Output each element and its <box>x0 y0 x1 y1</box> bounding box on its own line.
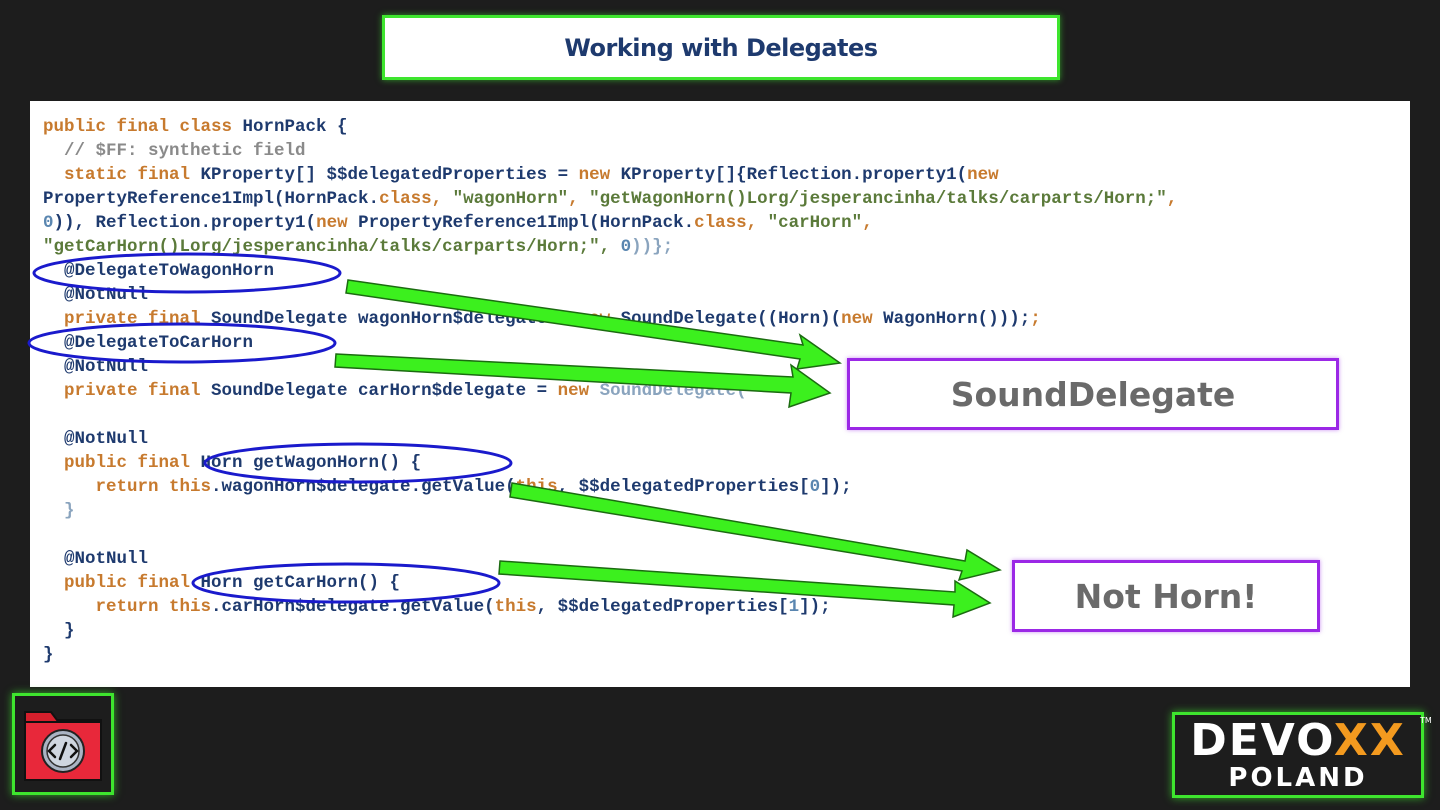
code-annotation: @DelegateToWagonHorn <box>43 261 275 281</box>
code-token: static final <box>43 165 201 185</box>
code-token: new <box>316 213 359 233</box>
code-token: new <box>578 309 621 329</box>
code-token: class <box>694 213 747 233</box>
not-horn-label: Not Horn! <box>1074 576 1258 616</box>
devoxx-wordmark: DEVOXX <box>1179 717 1417 765</box>
code-token: return this <box>43 477 212 497</box>
code-token: return this <box>43 597 212 617</box>
code-annotation: @NotNull <box>43 357 149 377</box>
code-token: } <box>43 501 75 521</box>
code-token: this <box>515 477 558 497</box>
code-token: ]); <box>820 477 852 497</box>
devoxx-x-mark: XX <box>1333 715 1406 766</box>
code-token: ))}; <box>631 237 674 257</box>
code-token: )), Reflection.property1( <box>53 213 317 233</box>
code-token: .wagonHorn$delegate.getValue( <box>211 477 516 497</box>
code-token: public final class <box>43 117 243 137</box>
code-folder-icon <box>24 711 102 781</box>
code-token: , <box>568 189 590 209</box>
code-string: "getCarHorn()Lorg/jesperancinha/talks/ca… <box>43 237 600 257</box>
code-token: this <box>494 597 537 617</box>
code-comment: // $FF: synthetic field <box>43 141 306 161</box>
code-token: SoundDelegate carHorn$delegate = <box>211 381 558 401</box>
code-token: , $$delegatedProperties[ <box>536 597 789 617</box>
code-token: , <box>862 213 873 233</box>
code-folder-logo <box>12 693 114 795</box>
sound-delegate-callout: SoundDelegate <box>847 358 1339 430</box>
slide-title: Working with Delegates <box>564 33 878 62</box>
code-string: "getWagonHorn()Lorg/jesperancinha/talks/… <box>589 189 1167 209</box>
code-number: 0 <box>43 213 54 233</box>
code-token: private final <box>43 309 212 329</box>
code-token: , <box>1166 189 1178 209</box>
devoxx-poland-logo: DEVOXX POLAND <box>1172 712 1424 798</box>
code-token: SoundDelegate wagonHorn$delegate = <box>211 309 579 329</box>
code-annotation: @NotNull <box>43 285 149 305</box>
code-annotation: @DelegateToCarHorn <box>43 333 254 353</box>
code-token: , <box>599 237 621 257</box>
code-string: "wagonHorn" <box>452 189 569 209</box>
poland-wordmark: POLAND <box>1228 763 1368 793</box>
code-token: new <box>967 165 999 185</box>
code-token: PropertyReference1Impl(HornPack. <box>43 189 380 209</box>
not-horn-callout: Not Horn! <box>1012 560 1320 632</box>
code-token: ]); <box>799 597 831 617</box>
code-number: 1 <box>788 597 800 617</box>
code-token: new <box>578 165 621 185</box>
code-token: , $$delegatedProperties[ <box>557 477 810 497</box>
code-token: new <box>841 309 884 329</box>
code-token: new <box>557 381 600 401</box>
code-token: PropertyReference1Impl(HornPack. <box>358 213 695 233</box>
code-token: SoundDelegate((Horn)( <box>620 309 842 329</box>
code-token: .carHorn$delegate.getValue( <box>211 597 495 617</box>
code-token: HornPack { <box>242 117 348 137</box>
code-annotation: @NotNull <box>43 429 149 449</box>
code-token: } <box>43 621 75 641</box>
code-token: public final <box>43 573 201 593</box>
code-token: SoundDelegate( <box>599 381 747 401</box>
code-token: , <box>746 213 768 233</box>
trademark-mark: TM <box>1420 716 1432 725</box>
code-token: WagonHorn())); <box>883 309 1031 329</box>
code-string: "carHorn" <box>767 213 863 233</box>
code-number: 0 <box>809 477 821 497</box>
slide-title-box: Working with Delegates <box>382 15 1060 80</box>
code-token: KProperty[]{Reflection.property1( <box>620 165 968 185</box>
code-token: KProperty[] $$delegatedProperties = <box>200 165 579 185</box>
code-token: private final <box>43 381 212 401</box>
code-token: public final <box>43 453 201 473</box>
code-token: Horn getCarHorn() { <box>200 573 401 593</box>
code-number: 0 <box>620 237 632 257</box>
code-token: , <box>431 189 453 209</box>
code-token: Horn getWagonHorn() { <box>200 453 422 473</box>
code-token: class <box>379 189 432 209</box>
devoxx-prefix: DEVO <box>1190 715 1334 766</box>
code-annotation: @NotNull <box>43 549 149 569</box>
code-token: } <box>43 645 54 665</box>
sound-delegate-label: SoundDelegate <box>950 374 1236 414</box>
